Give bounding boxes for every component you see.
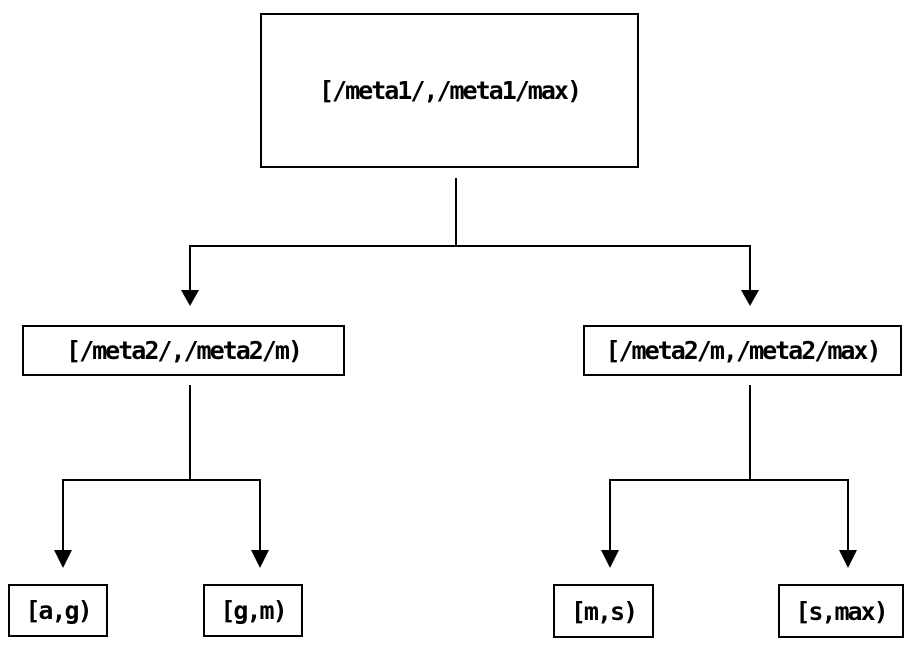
tree-node-leaf-ag: [a,g) <box>8 584 108 637</box>
tree-node-leaf-smax-label: [s,max) <box>795 596 888 626</box>
tree-node-meta2-right: [/meta2/m,/meta2/max) <box>583 325 902 376</box>
tree-node-meta2-right-label: [/meta2/m,/meta2/max) <box>605 336 881 365</box>
tree-node-leaf-gm: [g,m) <box>203 584 303 637</box>
tree-node-root-label: [/meta1/,/meta1/max) <box>318 76 582 105</box>
tree-node-leaf-ms: [m,s) <box>553 584 654 638</box>
arrow-down-icon <box>251 550 269 568</box>
arrow-down-icon <box>54 550 72 568</box>
tree-node-leaf-gm-label: [g,m) <box>220 596 287 625</box>
tree-node-leaf-smax: [s,max) <box>778 584 904 638</box>
tree-node-leaf-ms-label: [m,s) <box>570 596 638 626</box>
arrow-down-icon <box>601 550 619 568</box>
edge-arrowheads <box>54 290 857 568</box>
arrow-down-icon <box>181 290 199 306</box>
tree-node-root: [/meta1/,/meta1/max) <box>260 13 639 168</box>
arrow-down-icon <box>839 550 857 568</box>
tree-node-meta2-left-label: [/meta2/,/meta2/m) <box>66 336 303 365</box>
edge-lines <box>62 178 849 550</box>
tree-node-leaf-ag-label: [a,g) <box>25 596 92 625</box>
arrow-down-icon <box>741 290 759 306</box>
tree-node-meta2-left: [/meta2/,/meta2/m) <box>22 325 345 376</box>
